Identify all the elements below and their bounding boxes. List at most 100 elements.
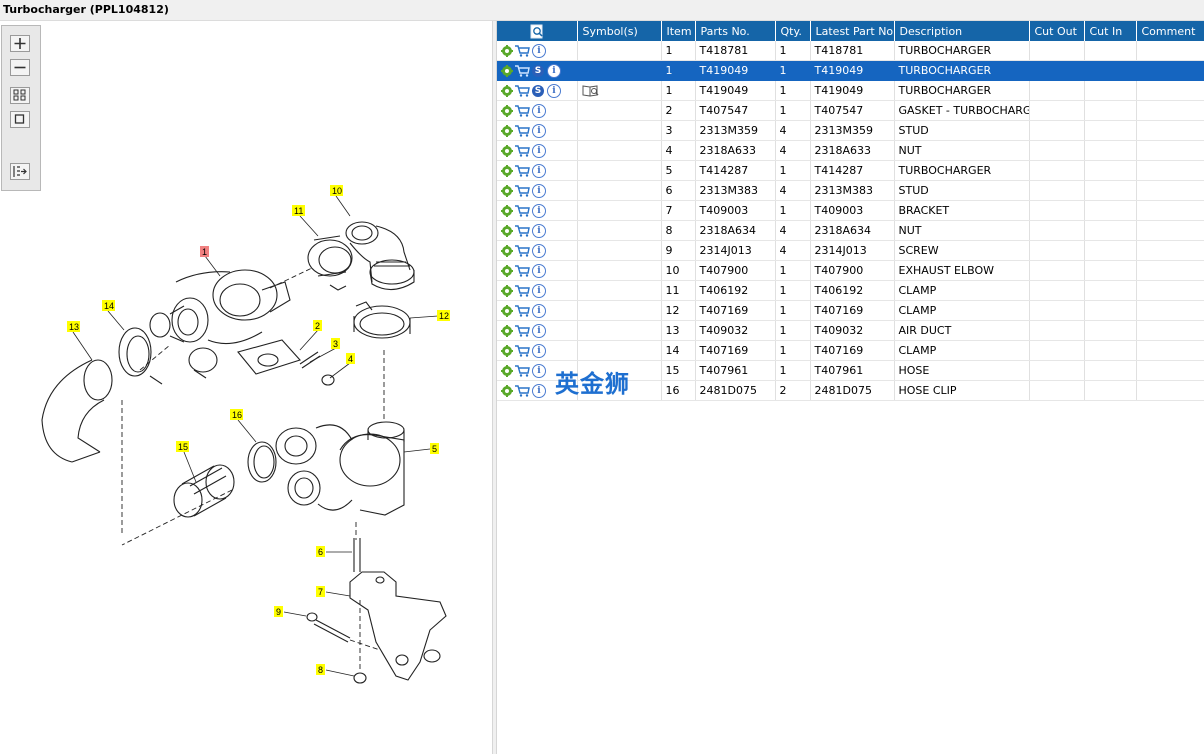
cart-icon[interactable]	[515, 384, 530, 397]
pane-splitter[interactable]	[492, 21, 497, 754]
info-icon[interactable]: i	[532, 123, 546, 138]
row-actions[interactable]: i	[497, 120, 578, 141]
info-icon[interactable]: i	[532, 223, 546, 238]
info-icon[interactable]: i	[532, 243, 546, 258]
gear-icon[interactable]	[501, 344, 513, 357]
gear-icon[interactable]	[501, 124, 513, 137]
cart-icon[interactable]	[515, 324, 530, 337]
column-header-search[interactable]	[497, 21, 578, 41]
export-button[interactable]	[10, 163, 30, 180]
row-actions[interactable]: i	[497, 360, 578, 381]
gear-icon[interactable]	[501, 264, 513, 277]
cart-icon[interactable]	[515, 264, 530, 277]
gear-icon[interactable]	[501, 284, 513, 297]
column-header-cut-out[interactable]: Cut Out	[1029, 21, 1085, 41]
cart-icon[interactable]	[515, 184, 530, 197]
cart-icon[interactable]	[515, 124, 530, 137]
row-actions[interactable]: i	[497, 140, 578, 161]
row-actions[interactable]: i	[497, 160, 578, 181]
fit-page-button[interactable]	[10, 87, 30, 104]
row-actions[interactable]: i	[497, 41, 578, 61]
cart-icon[interactable]	[515, 164, 530, 177]
book-icon[interactable]	[582, 84, 600, 97]
gear-icon[interactable]	[501, 224, 513, 237]
cart-icon[interactable]	[515, 304, 530, 317]
row-actions[interactable]: i	[497, 380, 578, 401]
cart-icon[interactable]	[515, 144, 530, 157]
row-actions[interactable]: i	[497, 240, 578, 261]
cart-icon[interactable]	[515, 44, 530, 57]
info-icon[interactable]: i	[532, 183, 546, 198]
info-icon[interactable]: i	[547, 83, 561, 98]
info-icon[interactable]: i	[547, 63, 561, 78]
info-icon[interactable]: i	[532, 363, 546, 378]
row-actions[interactable]: i	[497, 280, 578, 301]
actual-size-button[interactable]	[10, 111, 30, 128]
zoom-in-button[interactable]	[10, 35, 30, 52]
column-header-qty[interactable]: Qty.	[775, 21, 811, 41]
gear-icon[interactable]	[501, 384, 513, 397]
cart-icon[interactable]	[515, 64, 530, 77]
cart-icon[interactable]	[515, 84, 530, 97]
column-header-symbols[interactable]: Symbol(s)	[577, 21, 662, 41]
cart-icon[interactable]	[515, 224, 530, 237]
row-actions[interactable]: i	[497, 100, 578, 121]
gear-icon[interactable]	[501, 304, 513, 317]
cart-icon[interactable]	[515, 344, 530, 357]
gear-icon[interactable]	[501, 144, 513, 157]
info-icon[interactable]: i	[532, 203, 546, 218]
column-header-item[interactable]: Item	[661, 21, 696, 41]
column-header-parts-no[interactable]: Parts No.	[695, 21, 776, 41]
info-icon[interactable]: i	[532, 323, 546, 338]
row-actions[interactable]: i	[497, 260, 578, 281]
row-actions[interactable]: i	[497, 300, 578, 321]
cart-icon[interactable]	[515, 244, 530, 257]
diagram-pane[interactable]: 10 11 1 12 14 13 2 3 4 5 16 15 6 7 9 8	[0, 21, 492, 754]
gear-icon[interactable]	[501, 44, 513, 57]
info-icon[interactable]: i	[532, 43, 546, 58]
gear-icon[interactable]	[501, 184, 513, 197]
row-actions[interactable]: i	[497, 320, 578, 341]
s-badge-icon[interactable]: S	[532, 84, 544, 97]
gear-icon[interactable]	[501, 364, 513, 377]
row-actions[interactable]: i	[497, 200, 578, 221]
exploded-diagram[interactable]: 10 11 1 12 14 13 2 3 4 5 16 15 6 7 9 8	[0, 21, 492, 754]
gear-icon[interactable]	[501, 104, 513, 117]
cart-icon[interactable]	[515, 204, 530, 217]
row-actions[interactable]: i	[497, 180, 578, 201]
gear-icon[interactable]	[501, 164, 513, 177]
s-badge-icon[interactable]: S	[532, 64, 544, 77]
cart-icon[interactable]	[515, 364, 530, 377]
info-icon[interactable]: i	[532, 143, 546, 158]
column-header-comment[interactable]: Comment	[1136, 21, 1204, 41]
column-header-latest-part-no[interactable]: Latest Part No.	[810, 21, 895, 41]
info-icon[interactable]: i	[532, 103, 546, 118]
info-icon[interactable]: i	[532, 383, 546, 398]
gear-icon[interactable]	[501, 204, 513, 217]
info-icon[interactable]: i	[532, 303, 546, 318]
row-actions[interactable]: i	[497, 340, 578, 361]
info-icon[interactable]: i	[532, 263, 546, 278]
column-header-cut-in[interactable]: Cut In	[1084, 21, 1137, 41]
gear-icon[interactable]	[501, 324, 513, 337]
